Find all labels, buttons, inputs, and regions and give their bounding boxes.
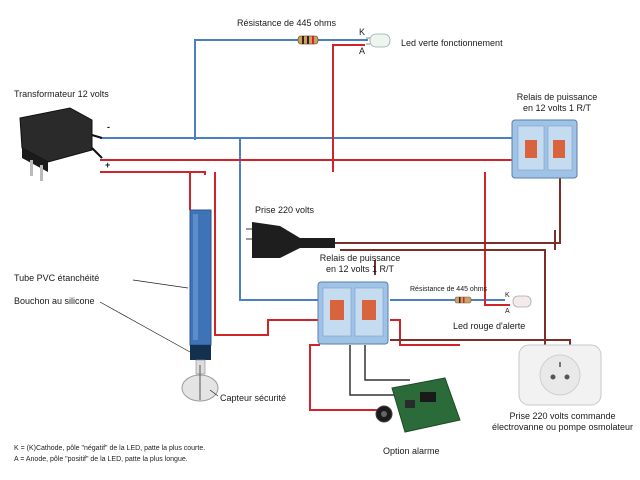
- outlet-label: Prise 220 volts: [255, 205, 315, 215]
- relay-mid-label-line2: en 12 volts 1 R/T: [325, 264, 395, 274]
- relay-mid-label-line1: Relais de puissance: [319, 253, 401, 263]
- leader-lines: [99, 279, 219, 397]
- alarm-module-icon: [375, 377, 461, 433]
- k-mid-label: K: [505, 292, 510, 299]
- brown-wires: [330, 170, 571, 345]
- plug-label: Bouchon au silicone: [14, 296, 95, 306]
- relay-top-label-line1: Relais de puissance: [516, 92, 598, 102]
- red-wire-down-left: [100, 171, 206, 175]
- k-top-label: K: [359, 27, 366, 37]
- resistor-mid-icon: [454, 296, 472, 304]
- red-wire-relay-out: [309, 344, 390, 411]
- brown-wire-plug-2: [340, 249, 546, 345]
- led-red-icon: [512, 295, 532, 308]
- sensor-icon: [181, 359, 219, 402]
- brown-wire-plug-1: [330, 170, 561, 244]
- plug-220-icon: [246, 222, 335, 258]
- relay-mid-icon: [317, 281, 389, 345]
- wall-socket-label-line1: Prise 220 volts commande: [509, 411, 616, 421]
- blue-wires: [100, 39, 520, 301]
- led-green-label: Led verte fonctionnement: [401, 38, 503, 48]
- resistor-top-label: Résistance de 445 ohms: [237, 18, 337, 28]
- pvc-tube-icon: [189, 209, 212, 346]
- relay-mid-label: Relais de puissance en 12 volts 1 R/T: [305, 253, 415, 275]
- led-red-label: Led rouge d'alerte: [453, 321, 526, 331]
- led-green-icon: [366, 33, 391, 48]
- transformer-label: Transformateur 12 volts: [14, 89, 109, 99]
- k-note: K = (K)Cathode, pôle "négatif" de la LED…: [14, 445, 206, 452]
- dark-wire-alarm-1: [349, 345, 395, 396]
- brown-wire-relay-socket: [390, 339, 571, 345]
- resistor-top-icon: [297, 35, 319, 45]
- a-mid-label: A: [505, 308, 510, 315]
- dark-wires: [199, 345, 410, 396]
- a-note: A = Anode, pôle "positif" de la LED, pat…: [14, 456, 188, 463]
- red-wires: [100, 44, 515, 411]
- tube-label: Tube PVC étanchéité: [14, 273, 100, 283]
- resistor-mid-label: Résistance de 445 ohms: [410, 286, 488, 293]
- plus-sign: +: [105, 160, 111, 170]
- red-wire-mid-led-anode: [484, 172, 510, 306]
- relay-top-icon: [511, 119, 578, 179]
- red-wire-loop: [214, 172, 318, 336]
- wall-socket-label: Prise 220 volts commande électrovanne ou…: [490, 411, 635, 433]
- relay-top-label: Relais de puissance en 12 volts 1 R/T: [512, 92, 602, 114]
- red-wire-right: [390, 319, 460, 346]
- red-wire-led-anode: [332, 44, 365, 172]
- a-top-label: A: [359, 46, 366, 56]
- transformer-icon: [19, 107, 103, 181]
- minus-sign: -: [107, 122, 110, 132]
- silicone-plug-icon: [190, 345, 211, 360]
- wall-socket-icon: [518, 344, 602, 406]
- blue-wire-top: [194, 39, 300, 140]
- alarm-label: Option alarme: [383, 446, 440, 456]
- relay-top-label-line2: en 12 volts 1 R/T: [522, 103, 592, 113]
- dark-wire-alarm-2: [364, 345, 410, 381]
- blue-wire-relay-feed: [239, 138, 320, 301]
- wall-socket-label-line2: électrovanne ou pompe osmolateur: [491, 422, 634, 432]
- sensor-label: Capteur sécurité: [220, 393, 287, 403]
